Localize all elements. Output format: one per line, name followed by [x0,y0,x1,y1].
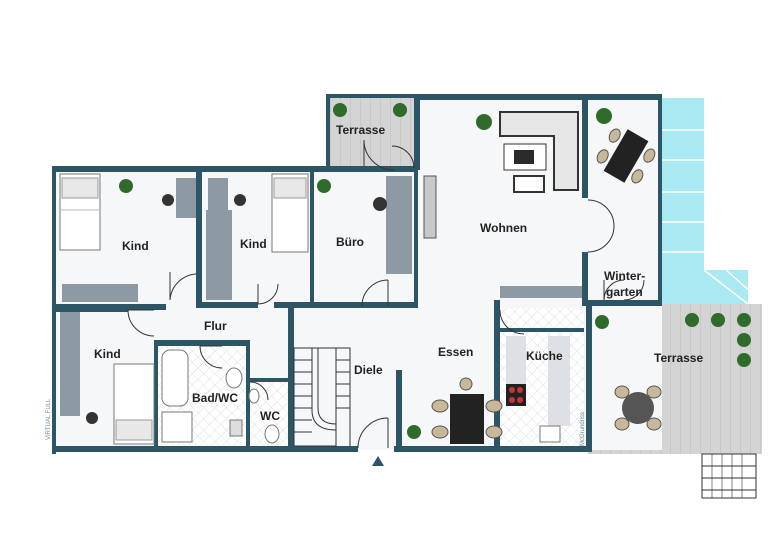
watermark-left: VIRTUAL FULL [46,398,52,440]
label-terrasse-right: Terrasse [654,351,703,365]
label-diele: Diele [354,363,383,377]
bed-kind-2 [271,173,309,253]
living-sofa [423,111,579,239]
watermark-right: McGrundriss [580,412,586,446]
label-kueche: Küche [526,349,563,363]
label-terrasse-top: Terrasse [336,123,385,137]
label-wintergarten-2: garten [606,285,643,299]
label-wohnen: Wohnen [480,221,527,235]
glass-roof [662,98,761,305]
terrace-table [614,385,662,431]
label-wc: WC [260,409,280,423]
wintergarten-table [596,128,656,184]
kitchen-stove [506,384,526,406]
label-kind-3: Kind [94,347,121,361]
label-buero: Büro [336,235,364,249]
label-wintergarten-1: Winter- [604,269,645,283]
label-flur: Flur [204,319,227,333]
bed-kind-1 [59,173,101,251]
desk-chairs [86,178,387,424]
bed-kind-3 [113,363,155,445]
doors [127,139,645,449]
dining-table [431,377,503,444]
bath-fixtures [161,349,280,444]
entrance-arrow-icon [372,456,384,466]
label-bad-wc: Bad/WC [192,391,238,405]
plants [119,103,751,439]
label-kind-2: Kind [240,237,267,251]
terrace-stairs [701,453,757,499]
kitchen-sink [539,425,561,443]
label-essen: Essen [438,345,473,359]
walls [52,94,662,454]
label-kind-1: Kind [122,239,149,253]
interior-staircase [293,347,351,447]
wardrobes [60,176,582,426]
